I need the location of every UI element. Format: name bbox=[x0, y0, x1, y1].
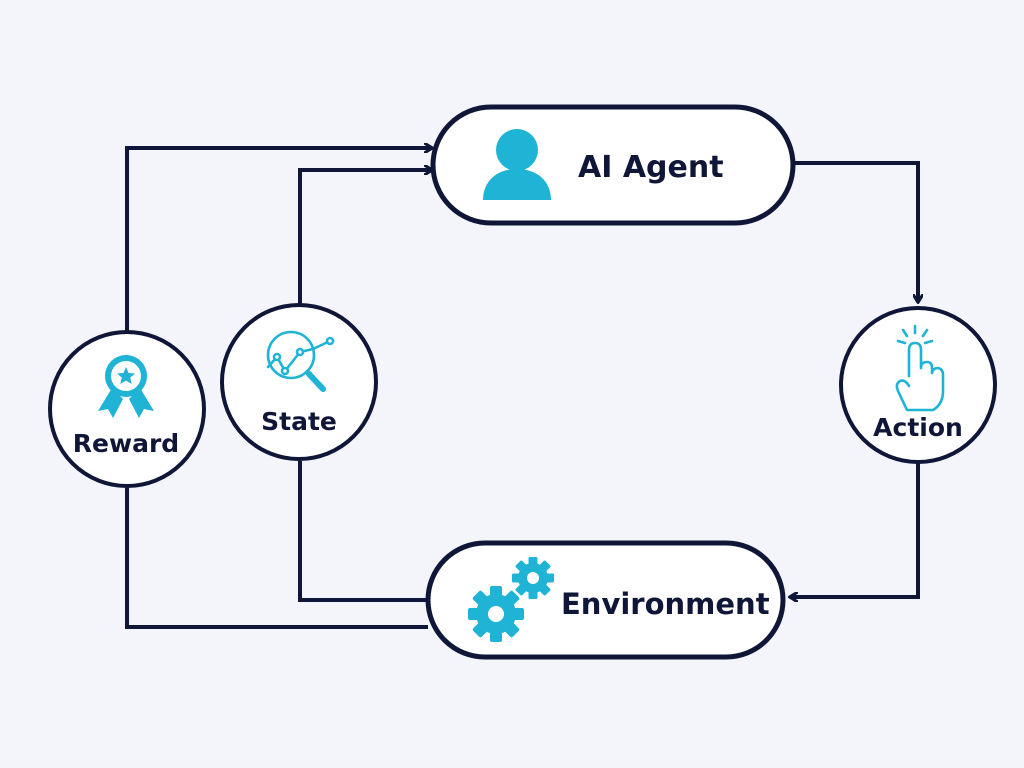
reward-node-shape bbox=[48, 330, 206, 488]
gears-icon bbox=[468, 557, 554, 642]
action-node: Action bbox=[839, 306, 997, 464]
person-icon bbox=[483, 129, 551, 200]
reward-node: Reward bbox=[48, 330, 206, 488]
edge-environment-to-reward bbox=[125, 488, 428, 629]
environment-node: Environment bbox=[425, 540, 786, 660]
state-node: State bbox=[220, 303, 378, 461]
state-label: State bbox=[261, 407, 337, 436]
action-label: Action bbox=[873, 413, 963, 442]
environment-label: Environment bbox=[561, 587, 770, 621]
edge-agent-to-action bbox=[793, 161, 918, 302]
connectors bbox=[125, 148, 920, 629]
reward-label: Reward bbox=[73, 429, 179, 458]
edge-environment-to-state bbox=[298, 461, 428, 602]
award-ribbon-icon bbox=[98, 355, 154, 418]
state-node-shape bbox=[220, 303, 378, 461]
chart-magnifier-icon bbox=[266, 330, 335, 392]
edge-action-to-environment bbox=[790, 463, 920, 597]
agent-label: AI Agent bbox=[578, 150, 724, 185]
pointing-hand-icon bbox=[895, 324, 945, 412]
action-node-shape bbox=[839, 306, 997, 464]
edge-state-to-agent bbox=[298, 170, 432, 304]
agent-node: AI Agent bbox=[430, 104, 796, 226]
edge-reward-to-agent bbox=[125, 148, 432, 331]
